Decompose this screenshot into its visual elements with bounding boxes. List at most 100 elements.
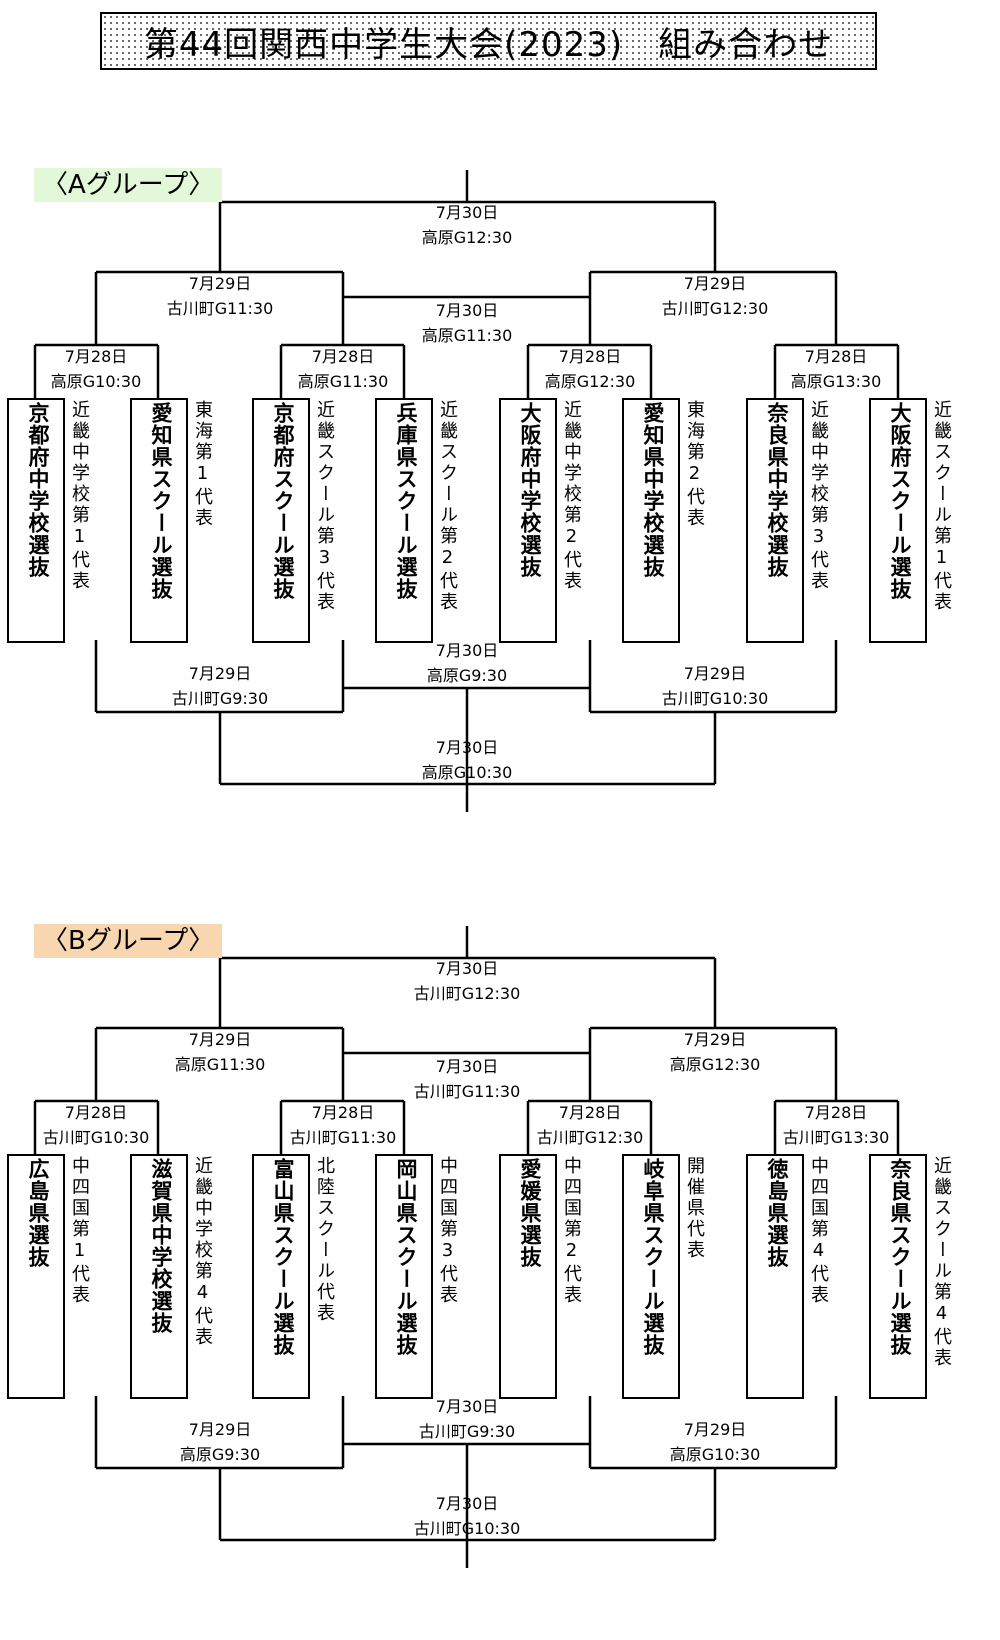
group-a-r1-3-venue: 高原G13:30 <box>790 372 882 391</box>
group-a-team-note: 近畿中学校第2代表 <box>561 400 582 592</box>
group-a-r1-1-date: 7月28日 <box>311 347 375 366</box>
group-b-label: 〈Bグループ〉 <box>34 924 223 958</box>
team-name: 岡山県スクール選抜 <box>394 1158 418 1356</box>
group-a-r1-0-venue: 高原G10:30 <box>50 372 142 391</box>
group-b-r1-1-venue: 古川町G11:30 <box>289 1128 397 1147</box>
group-a-team-box: 大阪府スクール選抜 <box>869 398 927 643</box>
group-a-team-box: 奈良県中学校選抜 <box>746 398 804 643</box>
group-b-r1-3-date: 7月28日 <box>804 1103 868 1122</box>
group-a-team-box: 愛知県中学校選抜 <box>622 398 680 643</box>
group-b-team-note: 近畿中学校第4代表 <box>192 1156 213 1348</box>
group-b-team-box: 徳島県選抜 <box>746 1154 804 1399</box>
team-name: 奈良県スクール選抜 <box>888 1158 912 1356</box>
group-a-r1-2-date: 7月28日 <box>558 347 622 366</box>
group-b-team-note: 開催県代表 <box>684 1156 705 1261</box>
group-a-team-box: 愛知県スクール選抜 <box>130 398 188 643</box>
group-a-team-note: 近畿中学校第3代表 <box>808 400 829 592</box>
group-a-bottom-middle-date: 7月30日 <box>435 641 499 660</box>
group-a-team-note: 近畿中学校第1代表 <box>69 400 90 592</box>
group-a-top-semi-right-date: 7月29日 <box>683 274 747 293</box>
group-a-team-box: 京都府スクール選抜 <box>252 398 310 643</box>
group-b-bottom-semi-right-venue: 高原G10:30 <box>669 1445 761 1464</box>
group-a-top-semi-right-venue: 古川町G12:30 <box>661 299 769 318</box>
group-b-team-box: 富山県スクール選抜 <box>252 1154 310 1399</box>
group-b-top-final-date: 7月30日 <box>435 959 499 978</box>
team-name: 徳島県選抜 <box>765 1158 789 1268</box>
group-b-top-semi-right-venue: 高原G12:30 <box>669 1055 761 1074</box>
page-title-text: 第44回関西中学生大会(2023) 組み合わせ <box>143 24 834 65</box>
group-b-team-note: 中四国第1代表 <box>69 1156 90 1306</box>
group-a-r1-0-date: 7月28日 <box>64 347 128 366</box>
page-title: 第44回関西中学生大会(2023) 組み合わせ <box>100 12 877 70</box>
group-a-top-middle-date: 7月30日 <box>435 301 499 320</box>
group-a-label: 〈Aグループ〉 <box>34 168 223 202</box>
group-b-bottom-final-date: 7月30日 <box>435 1494 499 1513</box>
group-b-team-box: 奈良県スクール選抜 <box>869 1154 927 1399</box>
group-b-team-box: 岡山県スクール選抜 <box>375 1154 433 1399</box>
group-a-r1-1-venue: 高原G11:30 <box>297 372 389 391</box>
group-a-top-final-venue: 高原G12:30 <box>421 228 513 247</box>
group-a-bottom-semi-right-date: 7月29日 <box>683 664 747 683</box>
group-a-r1-2-venue: 高原G12:30 <box>544 372 636 391</box>
group-a-bottom-semi-left-venue: 古川町G9:30 <box>171 689 269 708</box>
team-name: 滋賀県中学校選抜 <box>149 1158 173 1334</box>
group-b-top-final-venue: 古川町G12:30 <box>413 984 521 1003</box>
group-b-bottom-semi-left-venue: 高原G9:30 <box>179 1445 261 1464</box>
group-a-bottom-middle-venue: 高原G9:30 <box>426 666 508 685</box>
group-b-team-note: 近畿スクール第4代表 <box>931 1156 952 1369</box>
team-name: 愛媛県選抜 <box>518 1158 542 1268</box>
group-b-r1-1-date: 7月28日 <box>311 1103 375 1122</box>
team-name: 愛知県中学校選抜 <box>641 402 665 578</box>
group-b-bottom-middle-date: 7月30日 <box>435 1397 499 1416</box>
group-b-bottom-semi-right-date: 7月29日 <box>683 1420 747 1439</box>
team-name: 大阪府中学校選抜 <box>518 402 542 578</box>
group-b-team-box: 岐阜県スクール選抜 <box>622 1154 680 1399</box>
team-name: 京都府スクール選抜 <box>271 402 295 600</box>
group-b-team-note: 中四国第4代表 <box>808 1156 829 1306</box>
group-a-team-note: 近畿スクール第2代表 <box>437 400 458 613</box>
group-b-r1-2-date: 7月28日 <box>558 1103 622 1122</box>
team-name: 愛知県スクール選抜 <box>149 402 173 600</box>
group-b-r1-2-venue: 古川町G12:30 <box>536 1128 644 1147</box>
group-b-r1-0-venue: 古川町G10:30 <box>42 1128 150 1147</box>
team-name: 京都府中学校選抜 <box>26 402 50 578</box>
group-b-top-middle-venue: 古川町G11:30 <box>413 1082 521 1101</box>
group-a-team-box: 京都府中学校選抜 <box>7 398 65 643</box>
group-b-top-semi-left-date: 7月29日 <box>188 1030 252 1049</box>
group-b-team-box: 広島県選抜 <box>7 1154 65 1399</box>
group-b-top-semi-left-venue: 高原G11:30 <box>174 1055 266 1074</box>
group-b-team-note: 中四国第2代表 <box>561 1156 582 1306</box>
group-b-team-box: 愛媛県選抜 <box>499 1154 557 1399</box>
group-a-top-middle-venue: 高原G11:30 <box>421 326 513 345</box>
group-a-team-box: 大阪府中学校選抜 <box>499 398 557 643</box>
team-name: 大阪府スクール選抜 <box>888 402 912 600</box>
group-a-top-semi-left-date: 7月29日 <box>188 274 252 293</box>
group-a-top-final-date: 7月30日 <box>435 203 499 222</box>
group-b-team-note: 中四国第3代表 <box>437 1156 458 1306</box>
group-a-bottom-final-venue: 高原G10:30 <box>421 763 513 782</box>
group-b-bottom-semi-left-date: 7月29日 <box>188 1420 252 1439</box>
team-name: 奈良県中学校選抜 <box>765 402 789 578</box>
team-name: 兵庫県スクール選抜 <box>394 402 418 600</box>
group-a-bottom-semi-right-venue: 古川町G10:30 <box>661 689 769 708</box>
group-a-bottom-semi-left-date: 7月29日 <box>188 664 252 683</box>
group-b-bottom-final-venue: 古川町G10:30 <box>413 1519 521 1538</box>
group-a-team-note: 近畿スクール第3代表 <box>314 400 335 613</box>
group-b-top-semi-right-date: 7月29日 <box>683 1030 747 1049</box>
group-a-top-semi-left-venue: 古川町G11:30 <box>166 299 274 318</box>
team-name: 広島県選抜 <box>26 1158 50 1268</box>
group-a-r1-3-date: 7月28日 <box>804 347 868 366</box>
group-a-team-note: 東海第2代表 <box>684 400 705 529</box>
group-a-bottom-final-date: 7月30日 <box>435 738 499 757</box>
group-b-r1-3-venue: 古川町G13:30 <box>782 1128 890 1147</box>
team-name: 岐阜県スクール選抜 <box>641 1158 665 1356</box>
group-b-r1-0-date: 7月28日 <box>64 1103 128 1122</box>
group-b-team-box: 滋賀県中学校選抜 <box>130 1154 188 1399</box>
group-a-team-box: 兵庫県スクール選抜 <box>375 398 433 643</box>
group-a-team-note: 東海第1代表 <box>192 400 213 529</box>
team-name: 富山県スクール選抜 <box>271 1158 295 1356</box>
group-b-top-middle-date: 7月30日 <box>435 1057 499 1076</box>
group-b-bottom-middle-venue: 古川町G9:30 <box>418 1422 516 1441</box>
group-a-team-note: 近畿スクール第1代表 <box>931 400 952 613</box>
